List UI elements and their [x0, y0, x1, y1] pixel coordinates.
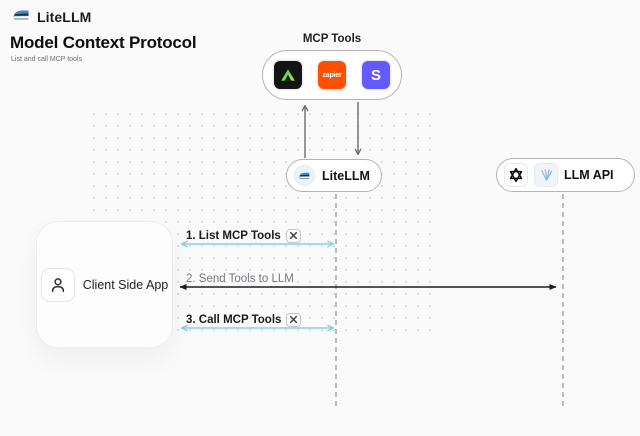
tools-icon: [285, 228, 301, 243]
message-3-label: 3. Call MCP Tools: [186, 313, 282, 326]
client-side-app-node: Client Side App: [36, 221, 173, 348]
message-2-label: 2. Send Tools to LLM: [186, 272, 294, 285]
openai-icon: [504, 163, 528, 187]
mcp-tools-node: zapier S: [262, 50, 402, 100]
page-subtitle: List and call MCP tools: [11, 56, 83, 63]
message-send-tools-to-llm: 2. Send Tools to LLM: [186, 271, 294, 286]
litellm-train-logo-icon: [12, 7, 31, 27]
llm-api-node-label: LLM API: [564, 168, 614, 182]
litellm-node: LiteLLM: [286, 159, 382, 192]
tools-icon: [286, 312, 302, 327]
message-list-mcp-tools: 1. List MCP Tools: [186, 228, 301, 243]
client-side-app-label: Client Side App: [82, 277, 169, 292]
page-title: Model Context Protocol: [10, 33, 197, 52]
green-triangle-tool-icon: [274, 61, 302, 89]
message-1-label: 1. List MCP Tools: [186, 229, 281, 242]
llm-api-node: LLM API: [496, 158, 635, 192]
llm-provider-feather-icon: [534, 163, 558, 187]
message-call-mcp-tools: 3. Call MCP Tools: [186, 312, 302, 327]
brand-name: LiteLLM: [37, 9, 92, 25]
litellm-node-label: LiteLLM: [322, 168, 370, 183]
person-icon: [40, 267, 75, 302]
litellm-node-train-icon: [294, 165, 315, 186]
brand-row: LiteLLM: [12, 7, 91, 27]
mcp-tools-label: MCP Tools: [302, 33, 362, 45]
zapier-icon: zapier: [318, 61, 346, 89]
stripe-icon: S: [362, 61, 390, 89]
